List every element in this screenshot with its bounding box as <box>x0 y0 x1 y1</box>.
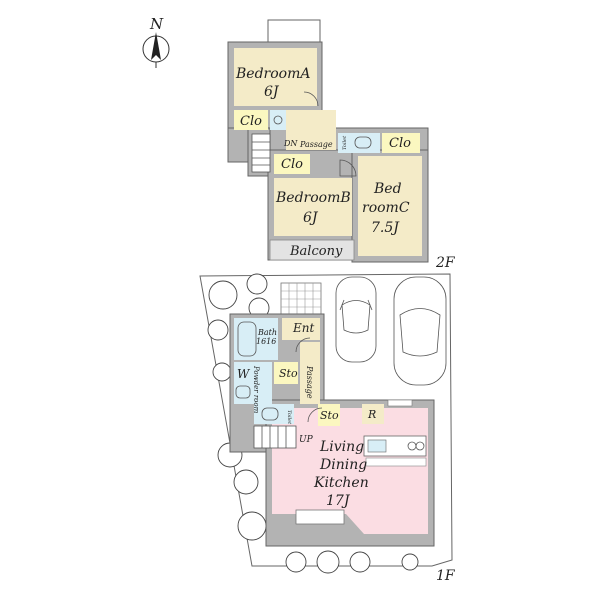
entrance-label: Ent <box>292 321 314 335</box>
bedroom-c-name-line2: roomC <box>362 200 410 216</box>
ldk-label-line2: Dining <box>319 457 367 473</box>
storage-a <box>274 362 298 384</box>
passage-2f-label: Passage <box>299 140 333 149</box>
second-floor-plan <box>227 19 429 263</box>
passage-1f <box>300 342 320 404</box>
powder-room <box>234 362 272 404</box>
closet-b <box>274 154 310 174</box>
washer-label: W <box>237 367 251 381</box>
toilet-2f-label: Toilet <box>342 135 348 150</box>
entrance <box>282 318 320 340</box>
storage-b <box>318 404 340 426</box>
bedroom-a-size: 6J <box>264 84 280 100</box>
dn-label: DN <box>283 139 298 148</box>
fridge-label: R <box>367 408 376 421</box>
bedroom-c-size: 7.5J <box>371 220 400 236</box>
ldk-label-line3: Kitchen <box>313 475 369 491</box>
floor-2f-label: 2F <box>435 255 456 271</box>
fridge <box>362 404 384 424</box>
powder-room-label: Powder room <box>252 365 260 414</box>
balcony-label: Balcony <box>289 244 343 259</box>
closet-b-label: Clo <box>281 157 303 172</box>
passage-2f <box>286 110 336 150</box>
bedroom-b <box>274 178 352 236</box>
north-arrow-icon <box>142 32 170 68</box>
car-icon <box>393 276 447 386</box>
compass-north-label: N <box>149 15 164 33</box>
bedroom-c <box>358 156 422 256</box>
up-label: UP <box>299 435 314 445</box>
closet-a <box>234 110 268 130</box>
bedroom-b-name: BedroomB <box>275 190 351 206</box>
closet-a-label: Clo <box>240 114 262 129</box>
ldk-size: 17J <box>326 493 351 509</box>
closet-c-label: Clo <box>389 136 411 151</box>
ldk-label-line1: Living <box>319 439 364 455</box>
bath-label-line1: Bath <box>257 328 277 337</box>
tree-icon <box>207 273 419 574</box>
car-icon <box>335 276 377 363</box>
bedroom-c-name-line1: Bed <box>373 181 402 197</box>
floor-1f-label: 1F <box>436 568 456 584</box>
bedroom-b-size: 6J <box>303 210 319 226</box>
toilet-1f-label: Toilet <box>286 410 292 425</box>
entrance-porch <box>280 282 322 316</box>
closet-c <box>382 133 420 153</box>
passage-1f-label: Passage <box>305 365 314 399</box>
storage-a-label: Sto <box>279 367 298 380</box>
balcony <box>269 239 355 261</box>
bedroom-a <box>234 48 317 106</box>
bath-label-line2: 1616 <box>256 337 276 346</box>
bedroom-a-name: BedroomA <box>235 66 310 82</box>
storage-b-label: Sto <box>320 409 339 422</box>
